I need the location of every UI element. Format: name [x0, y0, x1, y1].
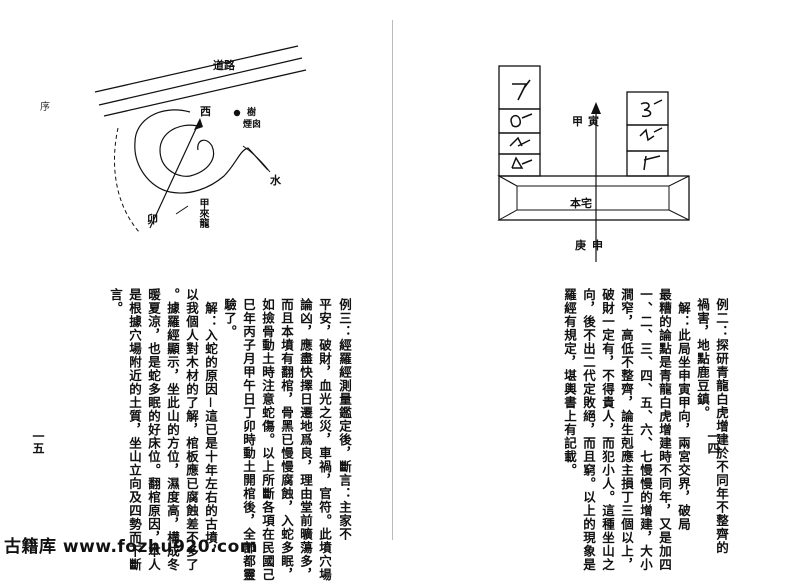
arrow-head-icon	[194, 118, 203, 130]
right-wing-block-3	[626, 150, 669, 177]
text-column: 以我個人對木材的了解，棺板應已腐蝕差不多了	[184, 288, 199, 572]
room-mark-1-icon	[643, 155, 661, 171]
tree-label: 樹	[247, 108, 257, 118]
text-column: 如撿骨動土時注意蛇傷。以上所斷各項在民國己	[260, 298, 275, 582]
page-number-left: 一五	[31, 430, 45, 454]
mao-label: 卯	[147, 213, 158, 226]
roof-top-edge	[497, 175, 690, 187]
water-flow	[242, 145, 271, 173]
left-wing-block-3	[498, 132, 541, 155]
water-label: 水	[270, 174, 281, 187]
room-mark-3-icon	[640, 99, 663, 118]
main-house-outer	[498, 175, 690, 221]
house-label: 本宅	[570, 197, 592, 210]
road-edge-bottom	[103, 69, 307, 117]
page-number-right: 一四	[706, 430, 720, 454]
book-spread: 序 道路 樹 煙囪 西 水 卯 甲來龍	[4, 20, 729, 582]
text-column: 驗了。	[222, 298, 237, 339]
text-column: 解：入蛇的原因－這已是十年左右的古墳，	[203, 288, 218, 559]
jialai-label: 甲來龍	[197, 198, 208, 228]
text-column: 向，後不出二代定敗絕，而且窮。以上的現象是	[581, 288, 596, 572]
text-column: 暖夏涼，也是蛇多眠的好床位。翻棺原因，本人	[146, 288, 161, 572]
roof-bottom-edge	[497, 209, 690, 221]
jialai-tick	[175, 205, 189, 215]
page-fold	[392, 20, 393, 540]
arrow-head-icon	[591, 102, 601, 114]
text-column: 例三：經羅經測量鑑定後，斷言：主家不	[337, 298, 352, 541]
grave-inner-contour	[159, 124, 215, 177]
text-column: 。據羅經顯示，坐此山的方位，濕度高，構成冬	[165, 288, 180, 572]
shen-label: 申	[592, 239, 603, 252]
text-column: 一、二、三、四、五、六、七慢慢的增建，大小	[638, 288, 653, 572]
text-column: 而且本墳有翻棺，骨黑已慢慢腐蝕，入蛇多眠，	[279, 298, 294, 582]
watermark-site-name: 古籍库	[4, 537, 57, 557]
text-column: 言。	[108, 288, 123, 315]
text-column: 最糟的論點是青龍白虎增建時不同年，又是加四	[657, 288, 672, 572]
room-mark-7-icon	[512, 79, 531, 101]
jia-label: 甲	[572, 115, 583, 128]
road-edge-mid	[98, 57, 303, 106]
text-column: 澗窄，高低不整齊，論生剋應主損丁三個以上，	[619, 288, 634, 572]
chimney-label: 煙囪	[243, 120, 262, 130]
text-column: 例二：探研青龍白虎增建於不同年不整齊的	[714, 298, 729, 555]
road-edge-top	[94, 45, 299, 93]
text-column: 羅經有規定，堪輿書上有記載。	[562, 288, 577, 477]
site-watermark: 古籍库 www.fozhu920.com	[4, 532, 258, 557]
text-column: 破財一定有，不得貴人，而犯小人。這種坐山之	[600, 288, 615, 572]
grave-site-diagram	[94, 45, 307, 234]
roof-hip-tl	[498, 175, 518, 187]
left-wing-block-1	[498, 65, 541, 110]
road-label: 道路	[213, 59, 235, 72]
watermark-url[interactable]: www.fozhu920.com	[62, 537, 258, 557]
house-layout-diagram	[497, 65, 690, 262]
room-mark-6-icon	[510, 113, 533, 128]
text-column: 巳年丙子月甲午日丁卯時動土開棺後，全部都靈	[241, 298, 256, 582]
text-column: 解：此局坐申寅甲向，兩宮交界，破局	[676, 288, 691, 532]
text-column: 論凶，應盡快擇日遷地爲良，理由堂前曠蕩多，	[298, 298, 313, 582]
room-mark-4-icon	[511, 156, 533, 169]
text-column: 禍害，地點鹿豆鎮。	[695, 298, 710, 420]
orientation-arrow	[149, 119, 201, 229]
text-column: 是根據穴場附近的土質，坐山立向及四勢而下斷	[127, 288, 142, 572]
room-mark-2-icon	[639, 127, 663, 142]
yin-label: 寅	[588, 115, 599, 128]
geng-label: 庚	[575, 239, 586, 252]
dragon-dashed-arc	[113, 127, 141, 234]
tree-marker	[233, 109, 241, 117]
mound-outer-contour	[134, 109, 269, 194]
west-label: 西	[200, 105, 211, 118]
text-column: 平安，破財，血光之災，車禍，官符。此墳穴場	[317, 298, 332, 582]
room-mark-5-icon	[509, 136, 531, 147]
corner-mark: 序	[40, 102, 50, 113]
